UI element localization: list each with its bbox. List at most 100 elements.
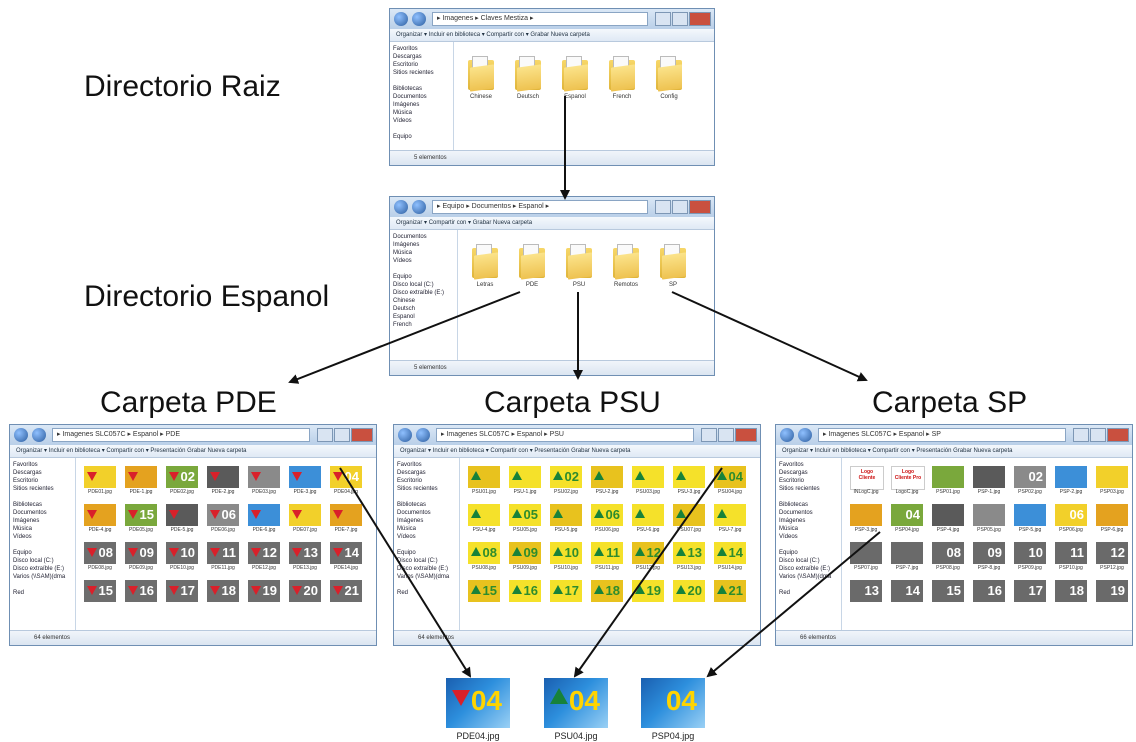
forward-icon[interactable] (416, 428, 430, 442)
image-thumbnail[interactable]: 12 (632, 542, 664, 564)
image-thumbnail[interactable] (932, 504, 964, 526)
image-thumbnail[interactable]: 05 (509, 504, 541, 526)
close-icon[interactable] (689, 200, 711, 214)
image-thumbnail[interactable]: 09 (509, 542, 541, 564)
sidebar-item[interactable]: Imágenes (397, 518, 424, 524)
toolbar[interactable]: Organizar ▾ Incluir en biblioteca ▾ Comp… (776, 445, 1132, 458)
sidebar-item[interactable]: Disco extraíble (E:) (13, 566, 65, 572)
image-thumbnail[interactable]: 08 (932, 542, 964, 564)
sidebar-item[interactable]: Disco extraíble (E:) (779, 566, 831, 572)
image-thumbnail[interactable] (468, 504, 500, 526)
sidebar-item[interactable]: Equipo (397, 550, 416, 556)
sidebar-item[interactable]: Varios (\\SAM)(dma (779, 574, 832, 580)
image-thumbnail[interactable]: 06 (1055, 504, 1087, 526)
sidebar-item[interactable]: Descargas (393, 54, 422, 60)
image-thumbnail[interactable]: 04 (714, 466, 746, 488)
close-icon[interactable] (1107, 428, 1129, 442)
back-icon[interactable] (14, 428, 28, 442)
image-thumbnail[interactable]: 08 (468, 542, 500, 564)
address-bar[interactable]: ▸ Imagenes SLC057C ▸ Espanol ▸ PDE (52, 428, 310, 442)
image-thumbnail[interactable]: 06 (591, 504, 623, 526)
sidebar-item[interactable]: Equipo (393, 274, 412, 280)
forward-icon[interactable] (32, 428, 46, 442)
image-thumbnail[interactable]: 12 (1096, 542, 1128, 564)
folder-icon[interactable] (660, 244, 686, 280)
image-thumbnail[interactable]: 08 (84, 542, 116, 564)
image-thumbnail[interactable]: 20 (289, 580, 321, 602)
back-icon[interactable] (394, 200, 408, 214)
sidebar-item[interactable]: Sitios recientes (13, 486, 54, 492)
image-thumbnail[interactable]: 10 (166, 542, 198, 564)
image-thumbnail[interactable] (1096, 466, 1128, 488)
sidebar-item[interactable]: Descargas (397, 470, 426, 476)
sidebar-item[interactable]: Escritorio (779, 478, 805, 484)
sidebar-item[interactable]: Sitios recientes (779, 486, 820, 492)
sidebar-item[interactable]: Vídeos (393, 118, 412, 124)
maximize-icon[interactable] (672, 12, 688, 26)
image-thumbnail[interactable]: Logo Cliente Pro (891, 466, 925, 490)
sidebar-item[interactable]: Música (393, 110, 413, 116)
sidebar-item[interactable]: Descargas (13, 470, 42, 476)
sidebar-item[interactable]: Varios (\\SAM)(dma (13, 574, 66, 580)
toolbar[interactable]: Organizar ▾ Incluir en biblioteca ▾ Comp… (390, 29, 714, 42)
address-bar[interactable]: ▸ Imagenes SLC057C ▸ Espanol ▸ SP (818, 428, 1066, 442)
folder-icon[interactable] (468, 56, 494, 92)
sidebar-item[interactable]: Descargas (779, 470, 808, 476)
sidebar-item[interactable]: Varios (\\SAM)(dma (397, 574, 450, 580)
image-thumbnail[interactable]: 11 (591, 542, 623, 564)
image-thumbnail[interactable]: 11 (207, 542, 239, 564)
image-thumbnail[interactable]: 19 (248, 580, 280, 602)
sidebar-item[interactable]: Vídeos (393, 258, 412, 264)
maximize-icon[interactable] (1090, 428, 1106, 442)
image-thumbnail[interactable] (891, 542, 923, 564)
image-thumbnail[interactable]: 15 (468, 580, 500, 602)
sidebar-item[interactable]: Imágenes (13, 518, 40, 524)
minimize-icon[interactable] (655, 200, 671, 214)
image-thumbnail[interactable]: 06 (207, 504, 239, 526)
image-thumbnail[interactable]: 17 (550, 580, 582, 602)
sidebar-item[interactable]: Equipo (13, 550, 32, 556)
sidebar-item[interactable]: Bibliotecas (779, 502, 809, 508)
image-thumbnail[interactable] (932, 466, 964, 488)
image-thumbnail[interactable]: 17 (166, 580, 198, 602)
sidebar-item[interactable]: Música (779, 526, 799, 532)
address-bar[interactable]: ▸ Imagenes ▸ Claves Mestiza ▸ (432, 12, 648, 26)
image-thumbnail[interactable]: 14 (330, 542, 362, 564)
image-thumbnail[interactable] (714, 504, 746, 526)
image-thumbnail[interactable]: 13 (850, 580, 882, 602)
folder-icon[interactable] (515, 56, 541, 92)
sidebar-item[interactable]: Vídeos (397, 534, 416, 540)
sidebar-item[interactable]: Equipo (779, 550, 798, 556)
folder-icon[interactable] (613, 244, 639, 280)
image-thumbnail[interactable]: 02 (550, 466, 582, 488)
image-thumbnail[interactable] (166, 504, 198, 526)
address-bar[interactable]: ▸ Equipo ▸ Documentos ▸ Espanol ▸ (432, 200, 648, 214)
minimize-icon[interactable] (701, 428, 717, 442)
image-thumbnail[interactable]: 10 (550, 542, 582, 564)
image-thumbnail[interactable]: 13 (289, 542, 321, 564)
image-thumbnail[interactable] (330, 504, 362, 526)
image-thumbnail[interactable] (850, 542, 882, 564)
image-thumbnail[interactable] (84, 466, 116, 488)
image-thumbnail[interactable] (673, 466, 705, 488)
folder-icon[interactable] (472, 244, 498, 280)
sidebar-item[interactable]: Vídeos (779, 534, 798, 540)
sidebar-item[interactable]: Música (13, 526, 33, 532)
sidebar-item[interactable]: Red (397, 590, 409, 596)
toolbar[interactable]: Organizar ▾ Incluir en biblioteca ▾ Comp… (10, 445, 376, 458)
sidebar-item[interactable]: Sitios recientes (393, 70, 434, 76)
image-thumbnail[interactable]: 17 (1014, 580, 1046, 602)
image-thumbnail[interactable]: 11 (1055, 542, 1087, 564)
image-thumbnail[interactable]: 16 (973, 580, 1005, 602)
sidebar-item[interactable]: Equipo (393, 134, 412, 140)
back-icon[interactable] (780, 428, 794, 442)
folder-icon[interactable] (562, 56, 588, 92)
sidebar-item[interactable]: Favoritos (397, 462, 422, 468)
image-thumbnail[interactable]: 09 (125, 542, 157, 564)
sidebar-item[interactable]: Bibliotecas (397, 502, 427, 508)
sidebar-item[interactable]: Vídeos (13, 534, 32, 540)
image-thumbnail[interactable] (850, 504, 882, 526)
